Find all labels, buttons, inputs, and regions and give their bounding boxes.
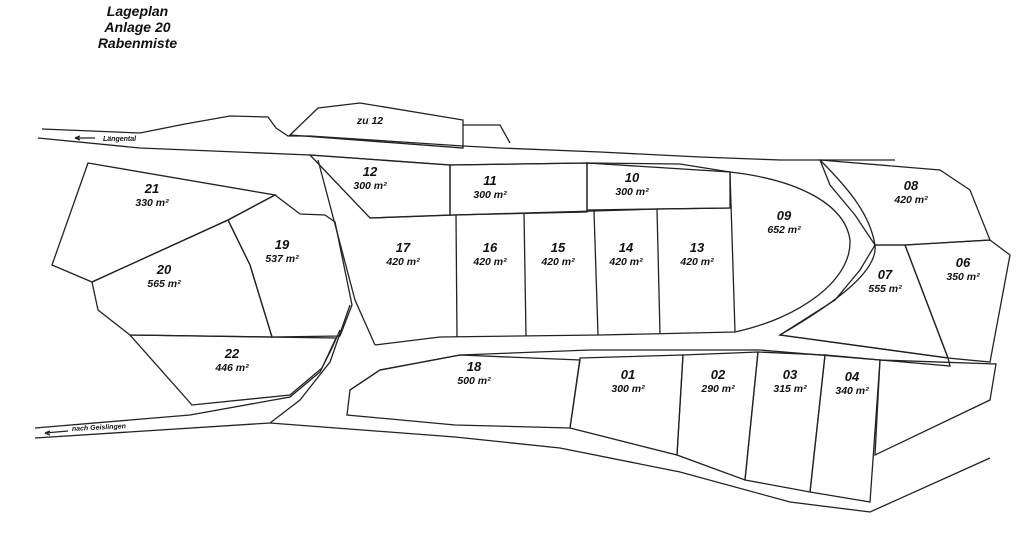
parcel-number-08: 08 [904,178,919,193]
parcel-area-07: 555 m² [868,283,902,295]
parcel-number-13: 13 [690,240,705,255]
parcel-area-12: 300 m² [353,180,387,192]
road-direction-arrow-top [74,135,95,141]
parcel-22[interactable] [128,334,338,406]
road-bottom-lower-edge [34,304,351,439]
parcel-area-18: 500 m² [457,375,491,387]
parcel-number-01: 01 [621,367,635,382]
parcel-number-15: 15 [551,240,566,255]
road-direction-arrow-bottom [44,430,69,436]
road-bottom-south-edge [269,422,991,513]
parcel-number-12: 12 [363,164,378,179]
parcel-04[interactable] [809,354,881,503]
parcel-number-10: 10 [625,170,640,185]
parcel-number-06: 06 [956,255,971,270]
parcel-11[interactable] [449,162,588,216]
title-line-1: Lageplan [106,3,169,19]
road-right-curve [349,159,951,391]
parcel-area-09: 652 m² [767,224,801,236]
parcel-area-04: 340 m² [835,385,869,397]
road-top-upper-edge [41,115,895,161]
parcel-area-11: 300 m² [473,189,507,201]
parcel-number-17: 17 [396,240,411,255]
parcel-number-03: 03 [783,367,798,382]
parcel-area-14: 420 m² [608,256,643,268]
map-title: Lageplan Anlage 20 Rabenmiste [70,3,205,51]
parcel-number-20: 20 [156,262,172,277]
parcel-area-06: 350 m² [946,271,980,283]
parcel-area-03: 315 m² [773,383,807,395]
parcel-number-18: 18 [467,359,482,374]
parcel-number-21: 21 [144,181,159,196]
parcel-number-16: 16 [483,240,498,255]
parcel-number-11: 11 [483,173,497,188]
parcel-number-04: 04 [845,369,860,384]
parcel-area-01: 300 m² [611,383,645,395]
parcel-row-divider [369,207,731,219]
parcel-east[interactable] [874,359,997,457]
parcel-area-17: 420 m² [385,256,420,268]
parcel-area-19: 537 m² [265,253,299,265]
title-line-2: Anlage 20 [104,19,171,35]
parcel-divider-17-16 [455,214,458,338]
parcel-number-19: 19 [275,237,290,252]
parcel-area-21: 330 m² [135,197,169,209]
parcel-divider-16-15 [523,212,527,337]
parcel-area-15: 420 m² [540,256,575,268]
road-bottom-upper-edge [34,329,341,429]
parcel-number-14: 14 [619,240,634,255]
parcel-number-22: 22 [224,346,240,361]
title-line-3: Rabenmiste [97,35,178,51]
parcel-area-08: 420 m² [893,194,928,206]
parcel-area-10: 300 m² [615,186,649,198]
parcel-08[interactable] [819,159,991,246]
parcel-18[interactable] [346,354,581,429]
parcel-area-02: 290 m² [700,383,735,395]
parcel-area-13: 420 m² [679,256,714,268]
road-label-langental: Längental [103,136,137,143]
parcel-17-left-edge [317,159,376,346]
road-loop [374,171,851,346]
parcel-10[interactable] [586,162,731,211]
parcel-number-09: 09 [777,208,792,223]
parcel-zu12[interactable] [288,102,464,149]
parcel-20[interactable] [91,219,273,338]
parcel-number-02: 02 [711,367,726,382]
parcel-area-22: 446 m² [214,362,249,374]
road-label-geislingen: nach Geislingen [72,423,126,433]
parcel-zu12-label: zu 12 [356,115,383,127]
road-top-segment [463,124,511,144]
parcel-divider-14-13 [656,208,661,335]
parcel-area-16: 420 m² [472,256,507,268]
parcel-number-07: 07 [878,267,893,282]
parcel-divider-15-14 [593,210,599,336]
parcel-area-20: 565 m² [147,278,181,290]
parcel-divider-13-09 [729,171,736,333]
road-top-lower-edge [37,137,731,173]
parcel-07[interactable] [778,244,949,359]
